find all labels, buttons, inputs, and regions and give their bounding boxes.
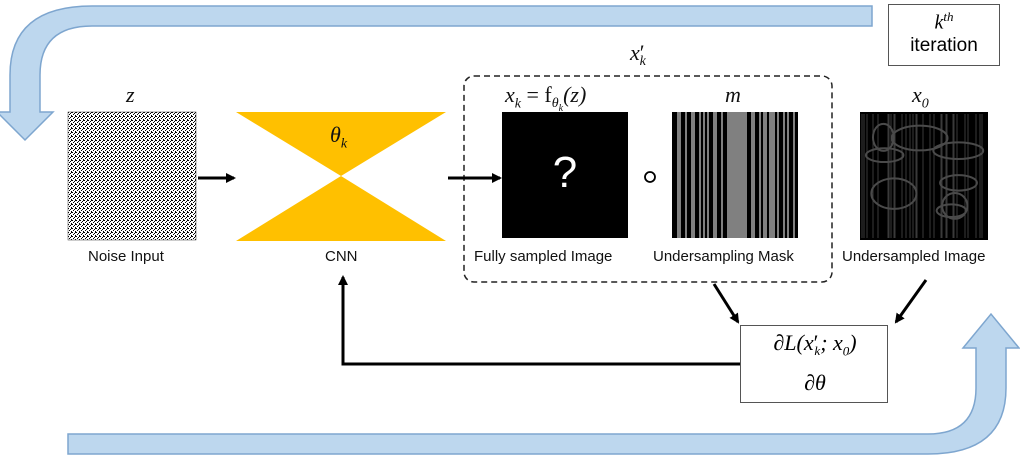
undersampled-caption: Undersampled Image bbox=[842, 248, 986, 265]
mask-symbol: m bbox=[725, 82, 741, 107]
noise-caption: Noise Input bbox=[88, 248, 164, 265]
loss-gradient-box: ∂L(x′k; x0) ∂θ bbox=[740, 325, 888, 403]
hadamard-product-symbol bbox=[644, 171, 656, 183]
fully-sampled-image bbox=[502, 112, 628, 238]
cnn-param: θk bbox=[330, 122, 348, 152]
iteration-box: kth iteration bbox=[888, 4, 1000, 66]
arrow-loss-to-cnn bbox=[338, 275, 740, 366]
noise-symbol: z bbox=[126, 82, 135, 107]
cnn-hourglass-shape bbox=[236, 112, 446, 241]
noise-input-image bbox=[68, 112, 196, 240]
full-image-caption: Fully sampled Image bbox=[474, 248, 613, 265]
loss-denominator: ∂θ bbox=[804, 370, 826, 395]
artifact-shape bbox=[871, 122, 895, 152]
cnn-caption: CNN bbox=[325, 248, 358, 265]
loss-numerator: ∂L(x′k; x0) bbox=[773, 330, 857, 359]
artifact-shape bbox=[870, 177, 918, 210]
unknown-image-question-mark: ? bbox=[552, 148, 578, 197]
artifact-shape bbox=[890, 124, 949, 152]
mask-caption: Undersampling Mask bbox=[653, 248, 794, 265]
undersampled-symbol: x0 bbox=[912, 82, 929, 112]
cycle-arrow-bottom bbox=[67, 312, 1020, 455]
iteration-k: k bbox=[934, 11, 944, 34]
artifact-shape bbox=[932, 141, 985, 161]
artifact-shape bbox=[939, 174, 978, 192]
x-prime-k-label: x′k bbox=[630, 40, 646, 70]
arrow-under-to-loss bbox=[894, 279, 928, 324]
undersampled-artifacts bbox=[861, 114, 985, 238]
iteration-label: iteration bbox=[910, 34, 978, 56]
undersampling-mask-image bbox=[672, 112, 798, 238]
full-image-formula: xk = fθk(z) bbox=[505, 82, 587, 115]
mask-lines bbox=[677, 112, 795, 238]
iteration-superscript: th bbox=[943, 9, 954, 24]
arrow-mask-to-loss bbox=[712, 283, 740, 324]
artifact-shape bbox=[941, 191, 969, 220]
artifact-shape bbox=[864, 147, 905, 164]
cycle-arrow-top bbox=[0, 5, 873, 142]
